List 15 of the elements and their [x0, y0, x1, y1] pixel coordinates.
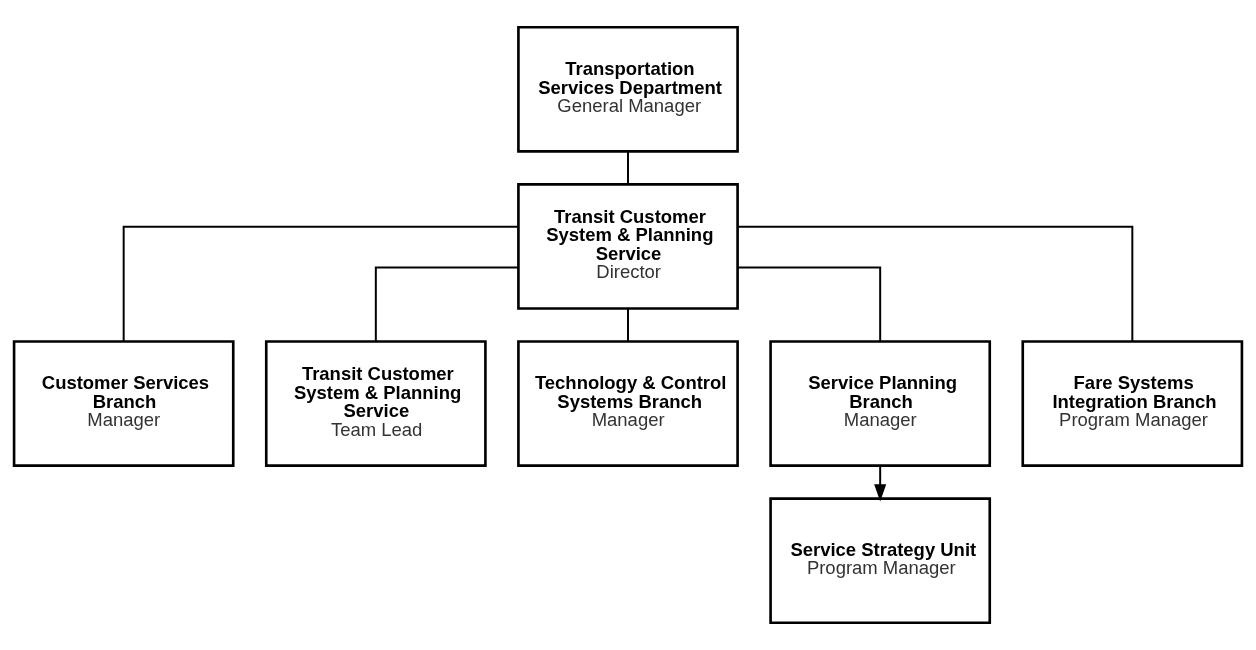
node-box: Technology & Control Systems Branch Manager [517, 340, 739, 467]
connector [374, 266, 520, 343]
node-box: Transit Customer System & Planning Service Director [517, 183, 739, 310]
connector [627, 307, 629, 343]
connector [737, 225, 1134, 343]
node-box: Transit Customer System & Planning Service Team Lead [264, 340, 487, 467]
arrow [874, 464, 887, 502]
node-box: Service Planning Branch Manager [769, 340, 992, 467]
connector [736, 266, 882, 343]
connector [627, 150, 629, 186]
node-box: Fare Systems Integration Branch Program Manager [1021, 340, 1244, 467]
node-box: Customer Services Branch Manager [12, 340, 235, 467]
node-box: Transportation Services Department General Manager [517, 25, 739, 153]
node-box: Service Strategy Unit Program Manager [769, 497, 992, 625]
connector [122, 225, 519, 343]
